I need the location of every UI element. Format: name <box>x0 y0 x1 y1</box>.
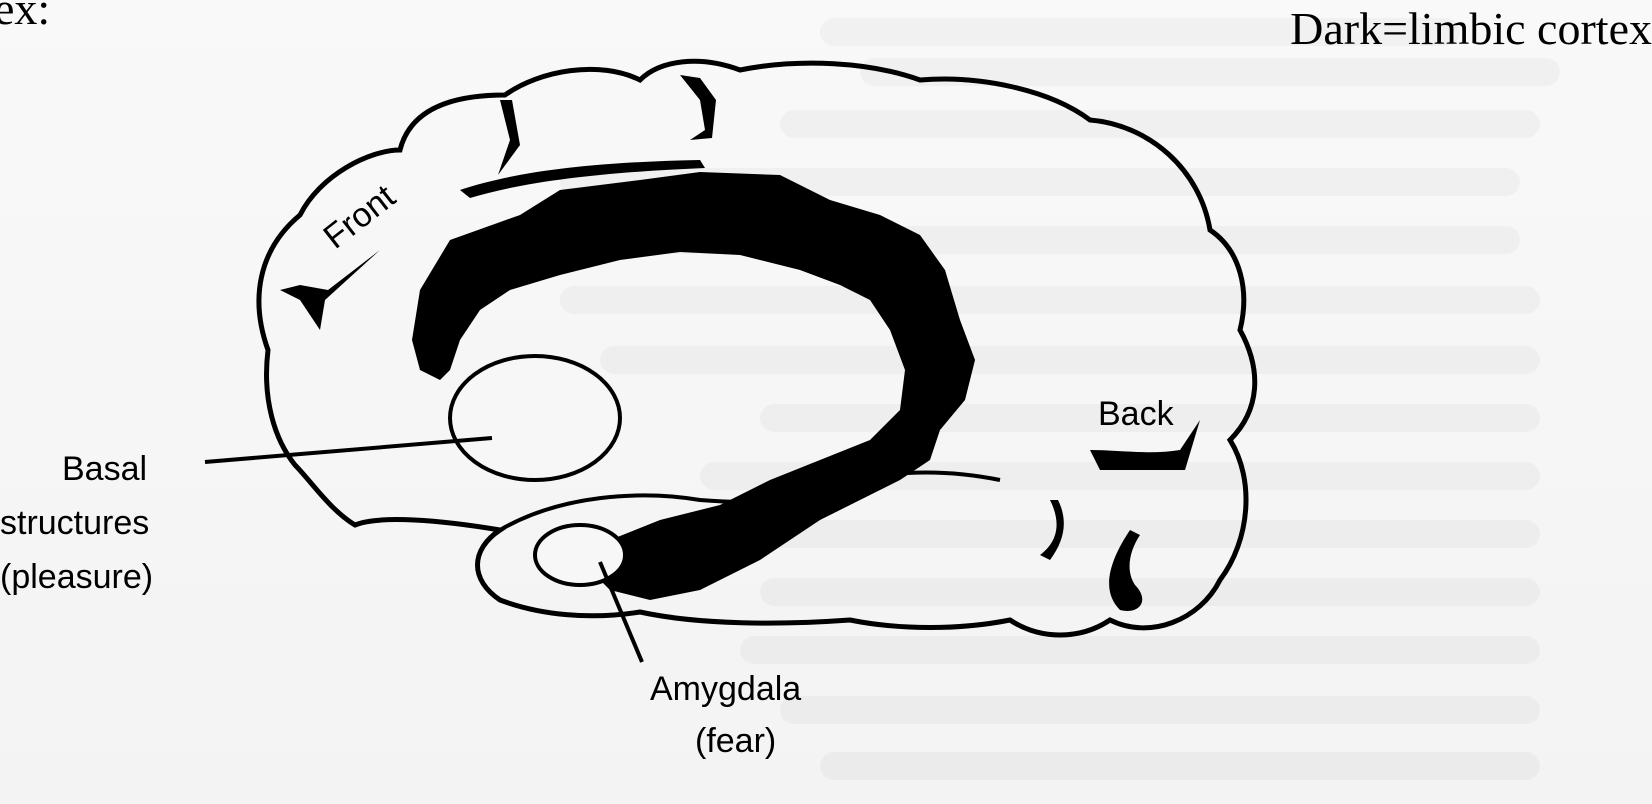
basal-structures <box>450 356 620 480</box>
label-basal-line2: structures <box>0 504 149 542</box>
amygdala <box>535 525 625 585</box>
label-amygdala-line2: (fear) <box>695 722 776 760</box>
sulcus-front-upper <box>498 100 520 175</box>
label-basal-line3: (pleasure) <box>0 558 153 596</box>
label-front: Front <box>317 177 403 256</box>
sulcus-left <box>280 250 380 330</box>
label-basal-line1: Basal <box>62 450 147 488</box>
basal-leader-line <box>205 438 492 462</box>
sulcus-back-lower <box>1040 500 1064 560</box>
sulcus-top <box>680 75 716 140</box>
label-back: Back <box>1098 395 1175 433</box>
sulcus-back-hook <box>1109 530 1142 611</box>
label-amygdala-line1: Amygdala <box>650 670 801 708</box>
